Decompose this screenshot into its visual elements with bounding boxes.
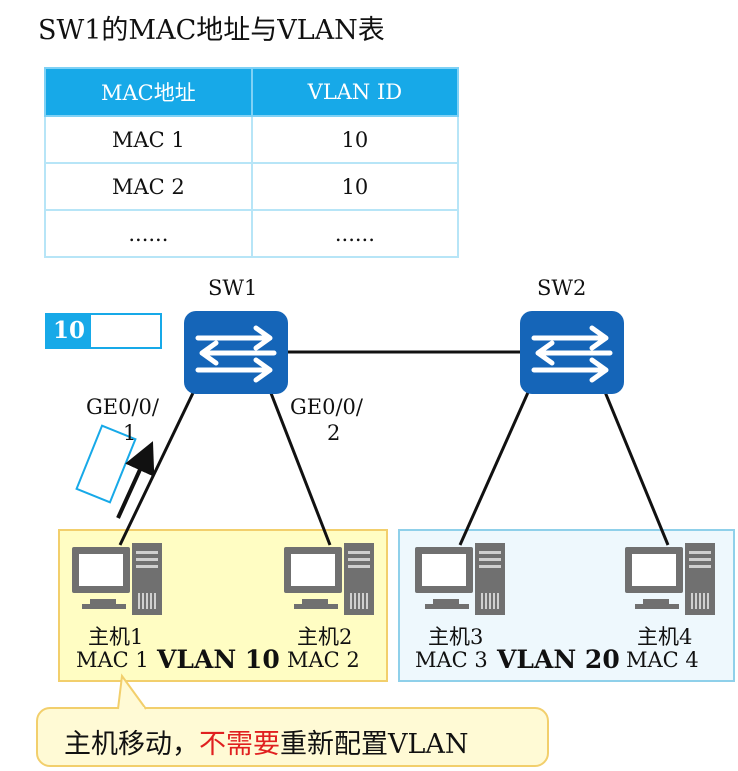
link-sw2-host4 <box>594 369 670 546</box>
switch-label-sw2: SW2 <box>537 276 587 300</box>
host-mac-3: MAC 3 <box>415 648 488 672</box>
table-cell-vlan: 10 <box>250 162 460 211</box>
mac-vlan-table: MAC地址 VLAN ID MAC 1 10 MAC 2 10 ...... .… <box>44 67 460 258</box>
host-name-3: 主机3 <box>428 625 484 649</box>
vlan-label-20: VLAN 20 <box>497 645 620 674</box>
host-mac-2: MAC 2 <box>287 648 360 672</box>
port-label-1-line2: 1 <box>123 421 137 445</box>
host-icon-1 <box>72 543 162 615</box>
column-header-mac: MAC地址 <box>44 67 253 117</box>
host-name-4: 主机4 <box>637 625 693 649</box>
host-name-2: 主机2 <box>297 625 353 649</box>
switch-label-sw1: SW1 <box>208 276 258 300</box>
vlan-label-10: VLAN 10 <box>157 645 280 674</box>
table-cell-mac: ...... <box>44 209 253 258</box>
table-row: MAC 2 10 <box>44 162 460 211</box>
callout-part3: 重新配置VLAN <box>280 729 469 760</box>
arrow-icon <box>116 441 155 519</box>
switch-icon-sw1 <box>184 311 288 394</box>
host-icon-2 <box>284 543 374 615</box>
table-row: ...... ...... <box>44 209 460 258</box>
link-sw1-host2 <box>260 369 332 546</box>
host-name-1: 主机1 <box>88 625 144 649</box>
column-header-vlan-id: VLAN ID <box>250 67 460 117</box>
port-label-2-line2: 2 <box>327 421 341 445</box>
table-row: MAC 1 10 <box>44 115 460 164</box>
table-cell-mac: MAC 2 <box>44 162 253 211</box>
host-icon-4 <box>625 543 715 615</box>
frame-icon <box>75 424 137 504</box>
callout-part1: 主机移动， <box>64 729 199 760</box>
callout-text: 主机移动，不需要重新配置VLAN <box>64 722 469 761</box>
host-mac-4: MAC 4 <box>626 648 699 672</box>
link-sw2-host3 <box>458 369 540 546</box>
link-sw1-host1 <box>118 369 206 546</box>
host-mac-1: MAC 1 <box>76 648 149 672</box>
table-header-row: MAC地址 VLAN ID <box>44 67 460 117</box>
vlan-tag: 10 <box>45 313 162 349</box>
host-icon-3 <box>415 543 505 615</box>
table-cell-vlan: ...... <box>250 209 460 258</box>
callout-box <box>36 707 549 767</box>
port-label-2-line1: GE0/0/ <box>290 395 363 419</box>
port-label-1-line1: GE0/0/ <box>86 395 159 419</box>
table-cell-mac: MAC 1 <box>44 115 253 164</box>
vlan-tag-value: 10 <box>47 315 91 347</box>
switch-icon-sw2 <box>520 311 624 394</box>
diagram-title: SW1的MAC地址与VLAN表 <box>38 15 385 46</box>
callout-highlight: 不需要 <box>199 729 280 760</box>
table-cell-vlan: 10 <box>250 115 460 164</box>
